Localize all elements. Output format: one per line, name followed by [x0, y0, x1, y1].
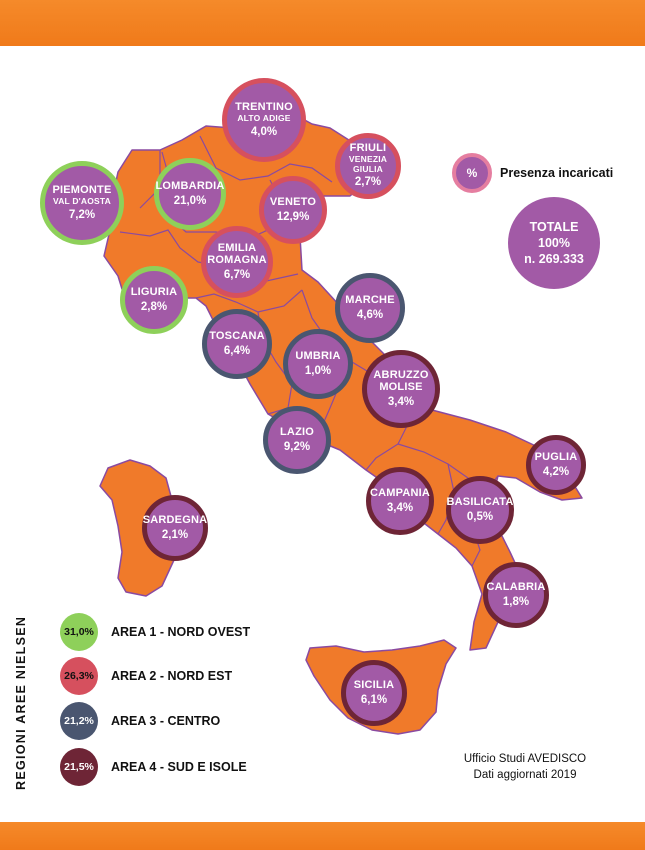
- areas-title: REGIONI AREE NIELSEN: [14, 615, 28, 790]
- region-value: 2,7%: [354, 176, 382, 189]
- region-name: SARDEGNA: [142, 514, 208, 527]
- region-name: ALTO ADIGE: [237, 112, 291, 123]
- region-name: VAL D'AOSTA: [52, 195, 112, 206]
- region-value: 4,2%: [542, 465, 570, 478]
- area-2-circle: 26,3%: [60, 657, 98, 695]
- region-name: ROMAGNA: [207, 254, 267, 267]
- area-row-3: 21,2% AREA 3 - CENTRO: [60, 702, 220, 740]
- credit: Ufficio Studi AVEDISCO Dati aggiornati 2…: [440, 752, 610, 783]
- region-name: EMILIA: [217, 241, 257, 254]
- area-4-label: AREA 4 - SUD E ISOLE: [111, 760, 247, 774]
- total-title: TOTALE: [529, 219, 579, 234]
- legend-key: % Presenza incaricati: [452, 153, 613, 193]
- region-value: 4,0%: [250, 125, 278, 138]
- region-value: 2,1%: [161, 528, 189, 541]
- region-value: 0,5%: [466, 510, 494, 523]
- region-name: LAZIO: [280, 426, 314, 439]
- region-value: 1,8%: [502, 595, 530, 608]
- legend-key-circle: %: [452, 153, 492, 193]
- sardinia-shape: [99, 459, 177, 597]
- region-name: FRIULI: [349, 142, 387, 155]
- area-1-label: AREA 1 - NORD OVEST: [111, 625, 251, 639]
- region-value: 6,4%: [223, 344, 251, 357]
- credit-line-1: Ufficio Studi AVEDISCO: [463, 753, 587, 765]
- region-name: BASILICATA: [446, 496, 514, 509]
- region-value: 3,4%: [387, 396, 415, 409]
- region-name: CALABRIA: [486, 581, 546, 594]
- region-name: LOMBARDIA: [155, 180, 225, 193]
- region-name: TRENTINO: [235, 101, 293, 114]
- region-value: 12,9%: [276, 210, 310, 223]
- area-row-1: 31,0% AREA 1 - NORD OVEST: [60, 613, 250, 651]
- area-row-4: 21,5% AREA 4 - SUD E ISOLE: [60, 748, 247, 786]
- region-value: 21,0%: [173, 194, 207, 207]
- area-4-circle: 21,5%: [60, 748, 98, 786]
- region-name: VENEZIA GIULIA: [348, 153, 388, 174]
- region-value: 7,2%: [68, 208, 96, 221]
- bottom-band: [0, 822, 645, 850]
- area-2-label: AREA 2 - NORD EST: [111, 669, 233, 683]
- total-bubble: TOTALE 100% n. 269.333: [508, 197, 600, 289]
- region-name: TOSCANA: [209, 330, 265, 343]
- region-value: 9,2%: [283, 440, 311, 453]
- region-value: 6,1%: [360, 693, 388, 706]
- region-name: ABRUZZO: [373, 368, 429, 381]
- region-name: MOLISE: [379, 381, 423, 394]
- top-band: [0, 0, 645, 46]
- region-name: UMBRIA: [295, 350, 341, 363]
- region-name: PUGLIA: [534, 451, 578, 464]
- total-count: n. 269.333: [524, 252, 584, 267]
- area-1-circle: 31,0%: [60, 613, 98, 651]
- region-name: MARCHE: [345, 294, 395, 307]
- region-value: 2,8%: [140, 300, 168, 313]
- region-value: 6,7%: [223, 269, 251, 282]
- region-name: LIGURIA: [130, 286, 178, 299]
- total-percent: 100%: [538, 235, 570, 250]
- legend-key-label: Presenza incaricati: [500, 166, 614, 180]
- region-name: PIEMONTE: [52, 184, 112, 197]
- area-3-label: AREA 3 - CENTRO: [111, 714, 221, 728]
- region-value: 4,6%: [356, 308, 384, 321]
- region-value: 1,0%: [304, 364, 332, 377]
- region-name: VENETO: [269, 196, 317, 209]
- area-3-circle: 21,2%: [60, 702, 98, 740]
- area-row-2: 26,3% AREA 2 - NORD EST: [60, 657, 232, 695]
- region-value: 3,4%: [386, 501, 414, 514]
- region-name: SICILIA: [353, 679, 395, 692]
- credit-line-2: Dati aggiornati 2019: [473, 768, 577, 781]
- region-name: CAMPANIA: [369, 487, 431, 500]
